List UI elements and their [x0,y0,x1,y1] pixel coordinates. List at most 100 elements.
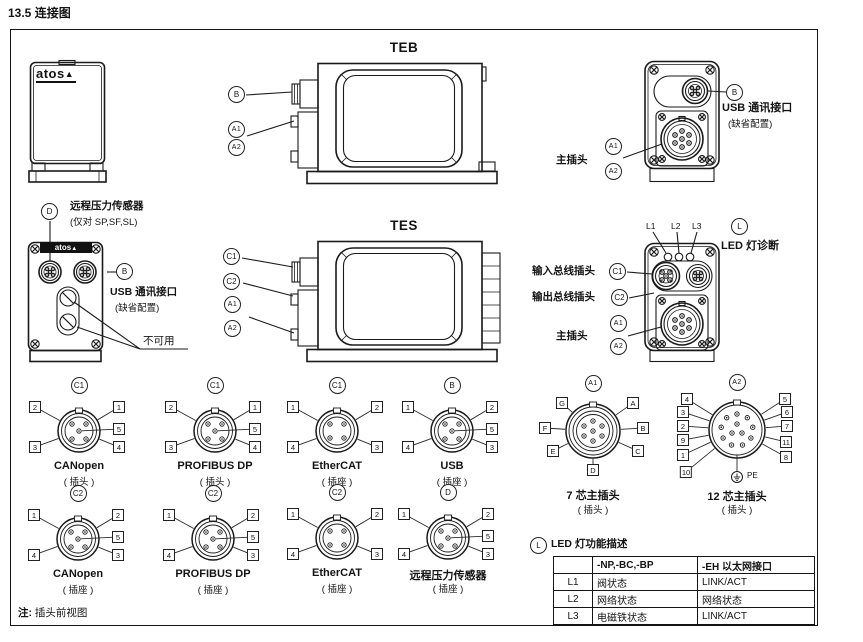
pin-label-C: C [632,445,644,457]
pin-label-4: 4 [402,441,414,453]
pinout-connector-drawing [298,407,373,453]
pin-label-5: 5 [247,531,259,543]
callout-c1-tes: C1 [223,248,240,265]
led-l2-label: L2 [671,221,681,231]
pin-label-4: 4 [249,441,261,453]
pinout-subtitle: ( 插座 ) [197,585,229,596]
pin-label-1: 1 [287,401,299,413]
cell-l3: L3 [553,607,593,625]
pin-label-5: 5 [779,393,791,405]
pinout-name: EtherCAT [312,567,362,579]
pin-label-1: 1 [113,401,125,413]
pin-label-5: 5 [113,423,125,435]
atos-triangle-icon: ▲ [64,69,75,79]
pinout-name: USB [440,460,464,472]
pin-label-4: 4 [287,548,299,560]
cell-l2-np: 网络状态 [592,590,698,608]
main-plug-label-tes: 主插头 [556,330,588,342]
remote-pressure-sensor-sub: (仅对 SP,SF,SL) [70,217,138,228]
pin-label-10: 10 [679,466,693,478]
led-l1-label: L1 [646,221,656,231]
pinout-connector-drawing [39,515,114,561]
pin-label-2: 2 [29,401,41,413]
pin-label-E: E [547,445,559,457]
led-table-row-l1: L1 阀状态 LINK/ACT [553,573,815,591]
callout-a1-rear2: A1 [610,315,627,332]
pinout-name: EtherCAT [312,460,362,472]
cell-l2-eh: 网络状态 [697,590,815,608]
led-table-header-eh: -EH 以太网接口 [697,556,815,574]
pin-label-6: 6 [781,406,793,418]
callout-b-front: B [116,263,133,280]
pinout-subtitle: ( 插头 ) [199,477,231,488]
pinout-name: 7 芯主插头 [566,490,620,502]
callout-a2-teb: A2 [228,139,245,156]
pin-label-9: 9 [677,434,689,446]
cell-l1: L1 [553,573,593,591]
led-l3-label: L3 [692,221,702,231]
callout-d-sensor: D [41,203,58,220]
pin-label-11: 11 [780,436,792,448]
pin-label-1: 1 [249,401,261,413]
pin-label-5: 5 [482,530,494,542]
callout-c2-rear: C2 [611,289,628,306]
pe-label: PE [747,471,758,480]
pin-label-3: 3 [165,441,177,453]
pinout-connector-drawing [298,514,373,560]
pinout-callout-C1: C1 [328,376,346,394]
main-plug-label-teb: 主插头 [556,154,588,166]
led-diagnostics-label: LED 灯诊断 [721,240,780,252]
pinout-callout-A1: A1 [584,374,602,392]
pin-label-3: 3 [371,548,383,560]
pinout-callout-C1: C1 [206,376,224,394]
pinout-connector-drawing [688,399,782,483]
pin-label-5: 5 [486,423,498,435]
pin-label-1: 1 [402,401,414,413]
callout-a2-tes: A2 [224,320,241,337]
cell-l3-np: 电磁铁状态 [592,607,698,625]
pinout-connector-drawing [40,407,115,453]
footnote-text: 插头前视图 [34,607,88,619]
pin-label-3: 3 [29,441,41,453]
pin-label-1: 1 [398,508,410,520]
cell-l1-eh: LINK/ACT [697,573,815,591]
pin-label-3: 3 [112,549,124,561]
pin-label-F: F [539,422,551,434]
pin-label-A: A [627,397,639,409]
unavailable-label: 不可用 [143,335,175,347]
pinout-callout-C2: C2 [328,483,346,501]
pin-label-2: 2 [112,509,124,521]
atos-logo-small: atos▲ [40,242,92,253]
pinout-callout-C1: C1 [70,376,88,394]
cell-l3-eh: LINK/ACT [697,607,815,625]
pin-label-1: 1 [677,449,689,461]
pin-label-D: D [587,464,599,476]
pinout-connector-drawing [409,514,484,560]
pin-label-5: 5 [112,531,124,543]
pin-label-4: 4 [398,548,410,560]
pinout-subtitle: ( 插座 ) [321,477,353,488]
input-bus-plug-label: 输入总线插头 [532,265,595,277]
pinout-callout-C2: C2 [69,484,87,502]
led-table-row-l3: L3 电磁铁状态 LINK/ACT [553,607,815,625]
remote-pressure-sensor-label: 远程压力传感器 [70,200,144,212]
pin-label-3: 3 [486,441,498,453]
page-title: 13.5 连接图 [8,6,71,20]
pinout-connector-drawing [174,515,249,561]
pinout-callout-C2: C2 [204,484,222,502]
pinout-subtitle: ( 插座 ) [432,584,464,595]
pinout-connector-drawing [413,407,488,453]
callout-c2-tes: C2 [223,273,240,290]
pinout-subtitle: ( 插座 ) [321,584,353,595]
callout-l-table: L [530,537,547,554]
diagram-frame [10,29,818,626]
pin-label-1: 1 [163,509,175,521]
